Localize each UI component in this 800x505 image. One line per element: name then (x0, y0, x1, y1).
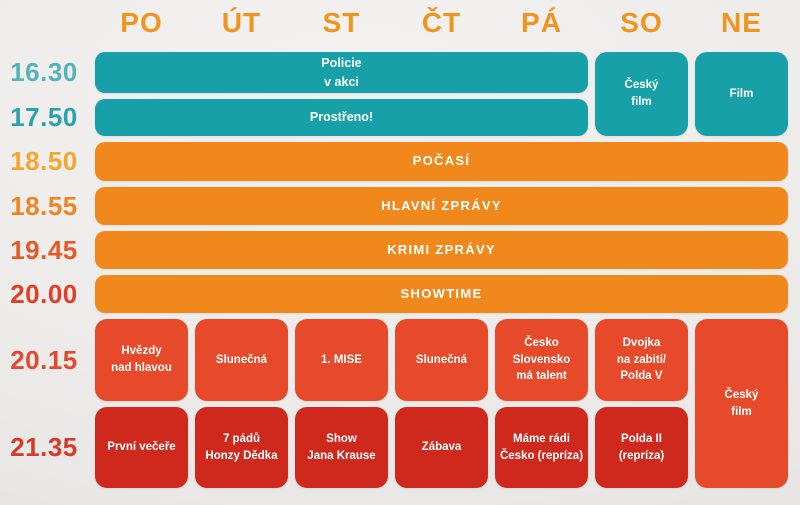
program-dvojka-na-zabiti-polda-v: Dvojka na zabití/ Polda V (595, 319, 688, 401)
time-label-18-50: 18.50 (10, 146, 78, 176)
program-cesky-film-sobota: Český film (595, 52, 688, 136)
time-label-20-15: 20.15 (10, 344, 78, 375)
program-cesky-film-nedele: Český film (695, 319, 788, 488)
day-header-pa: PÁ (521, 7, 562, 38)
program-slunecna-ctvrtek: Slunečná (395, 319, 488, 401)
day-header-so: SO (620, 7, 663, 38)
program-hlavni-zpravy: HLAVNÍ ZPRÁVY (95, 187, 788, 225)
program-prostreno: Prostřeno! (95, 99, 588, 136)
program-show-jana-krause: Show Jana Krause (295, 407, 388, 488)
program-prvni-vecere: První večeře (95, 407, 188, 488)
time-label-17-50: 17.50 (10, 102, 78, 132)
time-label-21-35: 21.35 (10, 432, 78, 462)
day-header-ct: ČT (421, 7, 462, 38)
program-hvezdy-nad-hlavou: Hvězdy nad hlavou (95, 319, 188, 401)
time-label-18-55: 18.55 (10, 190, 78, 221)
day-header-ut: ÚT (221, 7, 262, 38)
program-pocasi: POČASÍ (95, 142, 788, 181)
day-header-po: PO (120, 7, 163, 38)
program-krimi-zpravy: KRIMI ZPRÁVY (95, 231, 788, 269)
program-polda-ii: Polda II (repríza) (595, 407, 688, 488)
program-zabava: Zábava (395, 407, 488, 488)
schedule-grid: PO ÚT ST ČT PÁ SO NE 16.30 17.50 18.50 1… (10, 7, 788, 488)
program-showtime: SHOWTIME (95, 275, 788, 313)
day-header-st: ST (322, 7, 361, 38)
program-film-nedele: Film (695, 52, 788, 136)
program-mame-radi-cesko: Máme rádi Česko (repríza) (495, 407, 588, 488)
time-label-19-45: 19.45 (10, 234, 78, 265)
day-header-ne: NE (721, 7, 762, 38)
program-7-padu-honzy-dedka: 7 pádů Honzy Dědka (195, 407, 288, 488)
program-slunecna-utery: Slunečná (195, 319, 288, 401)
program-cesko-slovensko-ma-talent: Česko Slovensko má talent (495, 319, 588, 401)
time-label-16-30: 16.30 (10, 57, 78, 87)
time-label-20-00: 20.00 (10, 278, 78, 309)
program-1-mise: 1. MISE (295, 319, 388, 401)
program-policie-v-akci: Policie v akci (95, 52, 588, 93)
